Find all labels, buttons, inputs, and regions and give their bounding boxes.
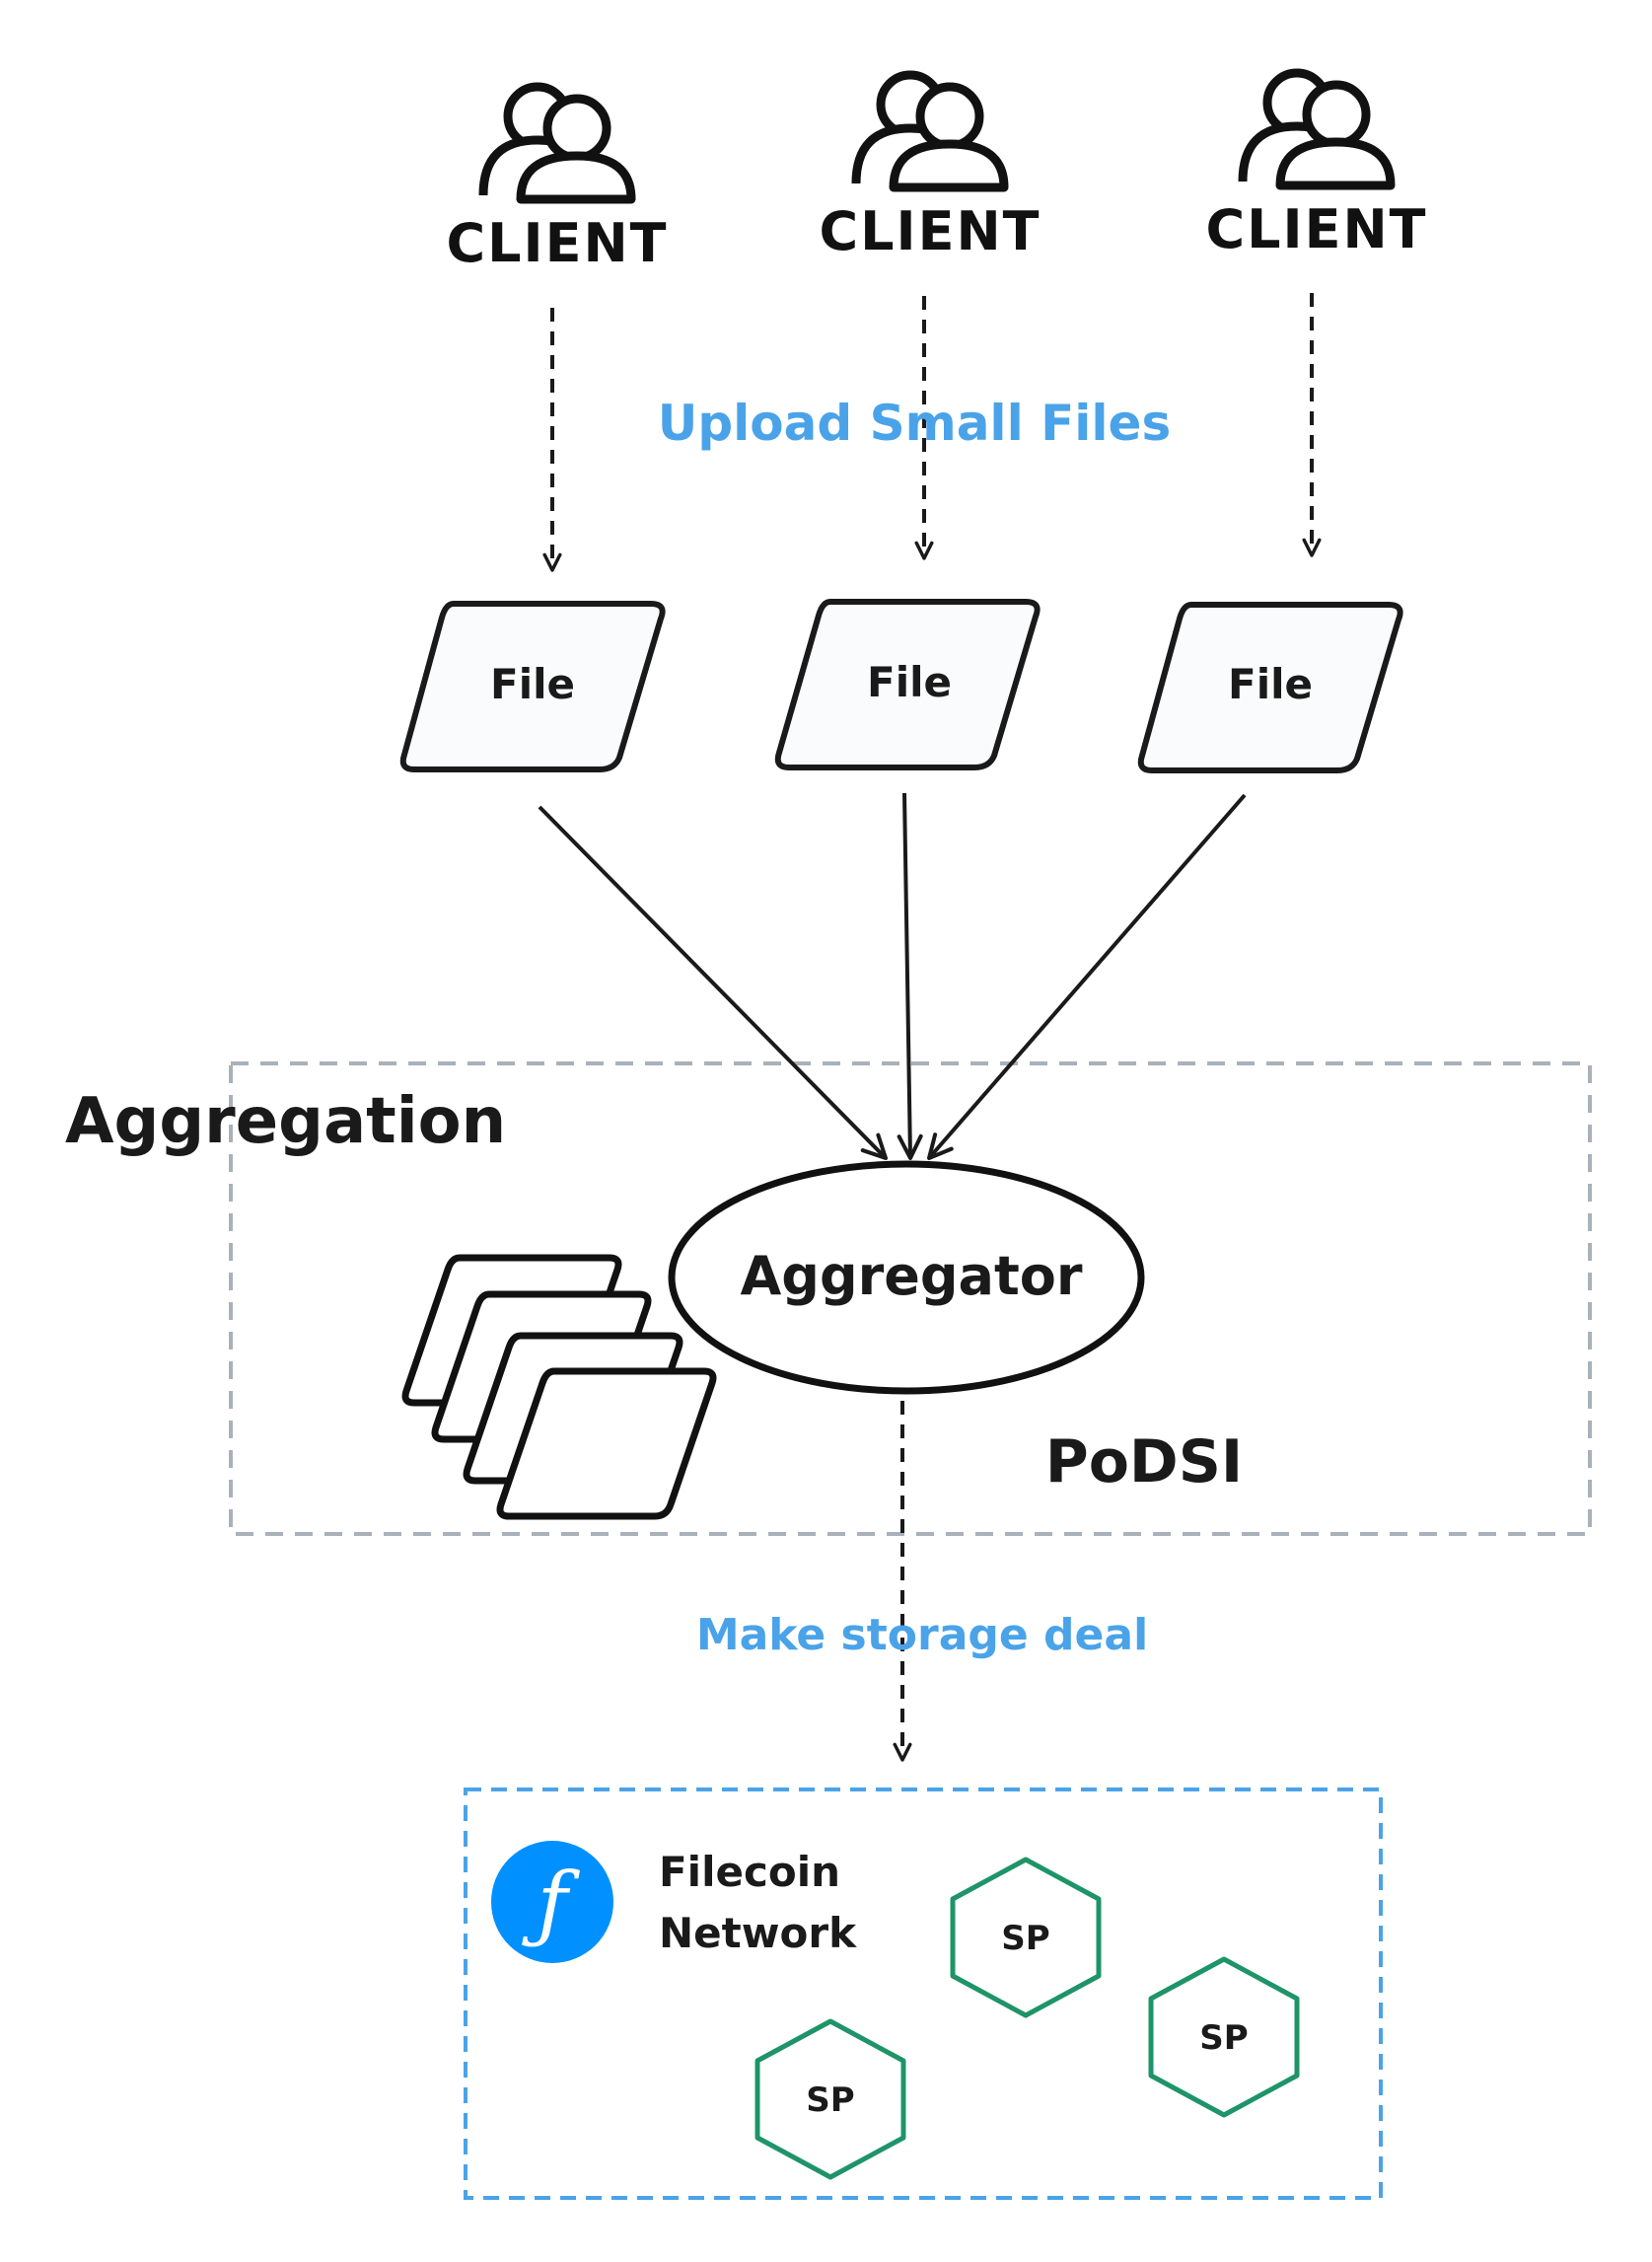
- client-3: CLIENT: [1205, 68, 1427, 260]
- upload-label: Upload Small Files: [658, 395, 1171, 452]
- aggregator-node: Aggregator: [668, 1160, 1145, 1395]
- users-icon: [851, 70, 1009, 192]
- storage-provider-2: SP: [1148, 1956, 1300, 2118]
- network-name-line2: Network: [659, 1909, 857, 1957]
- podsi-label: PoDSI: [1045, 1427, 1244, 1496]
- sp-label: SP: [1001, 1919, 1049, 1958]
- network-name-line1: Filecoin: [659, 1848, 840, 1896]
- file-to-aggregator-arrow: [897, 792, 923, 1160]
- file-3: File: [1137, 602, 1403, 773]
- client-label: CLIENT: [819, 200, 1041, 262]
- client-label: CLIENT: [1205, 198, 1427, 260]
- client-2: CLIENT: [819, 70, 1041, 262]
- storage-deal-label: Make storage deal: [696, 1610, 1148, 1660]
- filecoin-logo: ƒ: [491, 1841, 613, 1963]
- client-label: CLIENT: [446, 212, 668, 274]
- file-to-aggregator-arrow: [538, 805, 888, 1160]
- file-2: File: [774, 599, 1041, 770]
- storage-provider-1: SP: [950, 1857, 1102, 2018]
- users-icon: [478, 82, 636, 204]
- file-label: File: [490, 660, 575, 708]
- aggregated-files-stack: [401, 1254, 717, 1520]
- client-1: CLIENT: [446, 82, 668, 274]
- sp-label: SP: [806, 2080, 854, 2120]
- file-label: File: [867, 658, 952, 706]
- aggregation-title: Aggregation: [65, 1085, 506, 1158]
- storage-provider-3: SP: [754, 2018, 906, 2180]
- aggregator-label: Aggregator: [741, 1245, 1083, 1307]
- file-label: File: [1228, 660, 1313, 708]
- filecoin-network-region: [464, 1788, 1383, 2200]
- users-icon: [1238, 68, 1396, 190]
- sp-label: SP: [1199, 2018, 1248, 2058]
- file-to-aggregator-arrow: [927, 793, 1247, 1160]
- file-1: File: [399, 601, 666, 772]
